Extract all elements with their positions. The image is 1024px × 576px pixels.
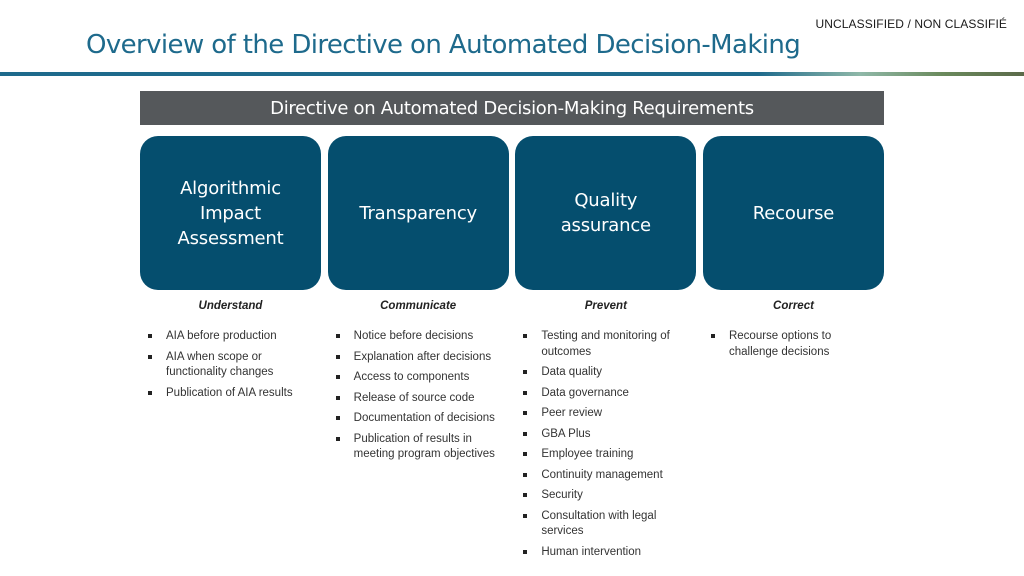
requirement-list: AIA before production AIA when scope or … xyxy=(140,329,321,401)
list-item: Notice before decisions xyxy=(328,329,509,345)
classification-label: UNCLASSIFIED / NON CLASSIFIÉ xyxy=(815,17,1007,31)
pillar-cards: Algorithmic Impact Assessment Transparen… xyxy=(140,136,884,290)
list-item: AIA when scope or functionality changes xyxy=(140,350,321,381)
requirements-banner: Directive on Automated Decision-Making R… xyxy=(140,91,884,125)
pillar-card-aia: Algorithmic Impact Assessment xyxy=(140,136,321,290)
list-item: Recourse options to challenge decisions xyxy=(703,329,884,360)
pillar-card-recourse: Recourse xyxy=(702,136,884,290)
requirements-quality-assurance: Testing and monitoring of outcomes Data … xyxy=(515,329,696,565)
list-item: Testing and monitoring of outcomes xyxy=(515,329,696,360)
list-item: Human intervention xyxy=(515,545,696,561)
list-item: Data governance xyxy=(515,386,696,402)
list-item: Publication of results in meeting progra… xyxy=(328,432,509,463)
pillar-card-transparency: Transparency xyxy=(327,136,509,290)
requirement-list: Notice before decisions Explanation afte… xyxy=(328,329,509,463)
header-divider xyxy=(0,72,1024,76)
pillar-title: Recourse xyxy=(752,202,835,224)
list-item: GBA Plus xyxy=(515,427,696,443)
pillar-verb-communicate: Communicate xyxy=(380,300,457,312)
list-item: AIA before production xyxy=(140,329,321,345)
pillar-title: Algorithmic Impact Assessment xyxy=(177,177,284,249)
list-item: Continuity management xyxy=(515,468,696,484)
pillar-verb-understand: Understand xyxy=(198,300,263,312)
page-title: Overview of the Directive on Automated D… xyxy=(86,30,801,60)
pillar-verb-correct: Correct xyxy=(773,300,814,312)
list-item: Publication of AIA results xyxy=(140,386,321,402)
list-item: Security xyxy=(515,488,696,504)
pillar-card-quality-assurance: Quality assurance xyxy=(515,136,697,290)
pillar-verbs: Understand Communicate Prevent Correct xyxy=(140,300,884,312)
list-item: Release of source code xyxy=(328,391,509,407)
pillar-verb-prevent: Prevent xyxy=(584,300,627,312)
list-item: Peer review xyxy=(515,406,696,422)
requirements-recourse: Recourse options to challenge decisions xyxy=(703,329,884,565)
list-item: Consultation with legal services xyxy=(515,509,696,540)
list-item: Access to components xyxy=(328,370,509,386)
pillar-title: Quality assurance xyxy=(560,190,651,236)
pillar-title: Transparency xyxy=(359,202,477,224)
list-item: Employee training xyxy=(515,447,696,463)
requirement-list: Testing and monitoring of outcomes Data … xyxy=(515,329,696,560)
requirements-transparency: Notice before decisions Explanation afte… xyxy=(328,329,509,565)
list-item: Data quality xyxy=(515,365,696,381)
requirement-list: Recourse options to challenge decisions xyxy=(703,329,884,360)
banner-label: Directive on Automated Decision-Making R… xyxy=(270,97,754,119)
requirements-aia: AIA before production AIA when scope or … xyxy=(140,329,321,565)
requirement-lists: AIA before production AIA when scope or … xyxy=(140,329,884,565)
list-item: Explanation after decisions xyxy=(328,350,509,366)
list-item: Documentation of decisions xyxy=(328,411,509,427)
